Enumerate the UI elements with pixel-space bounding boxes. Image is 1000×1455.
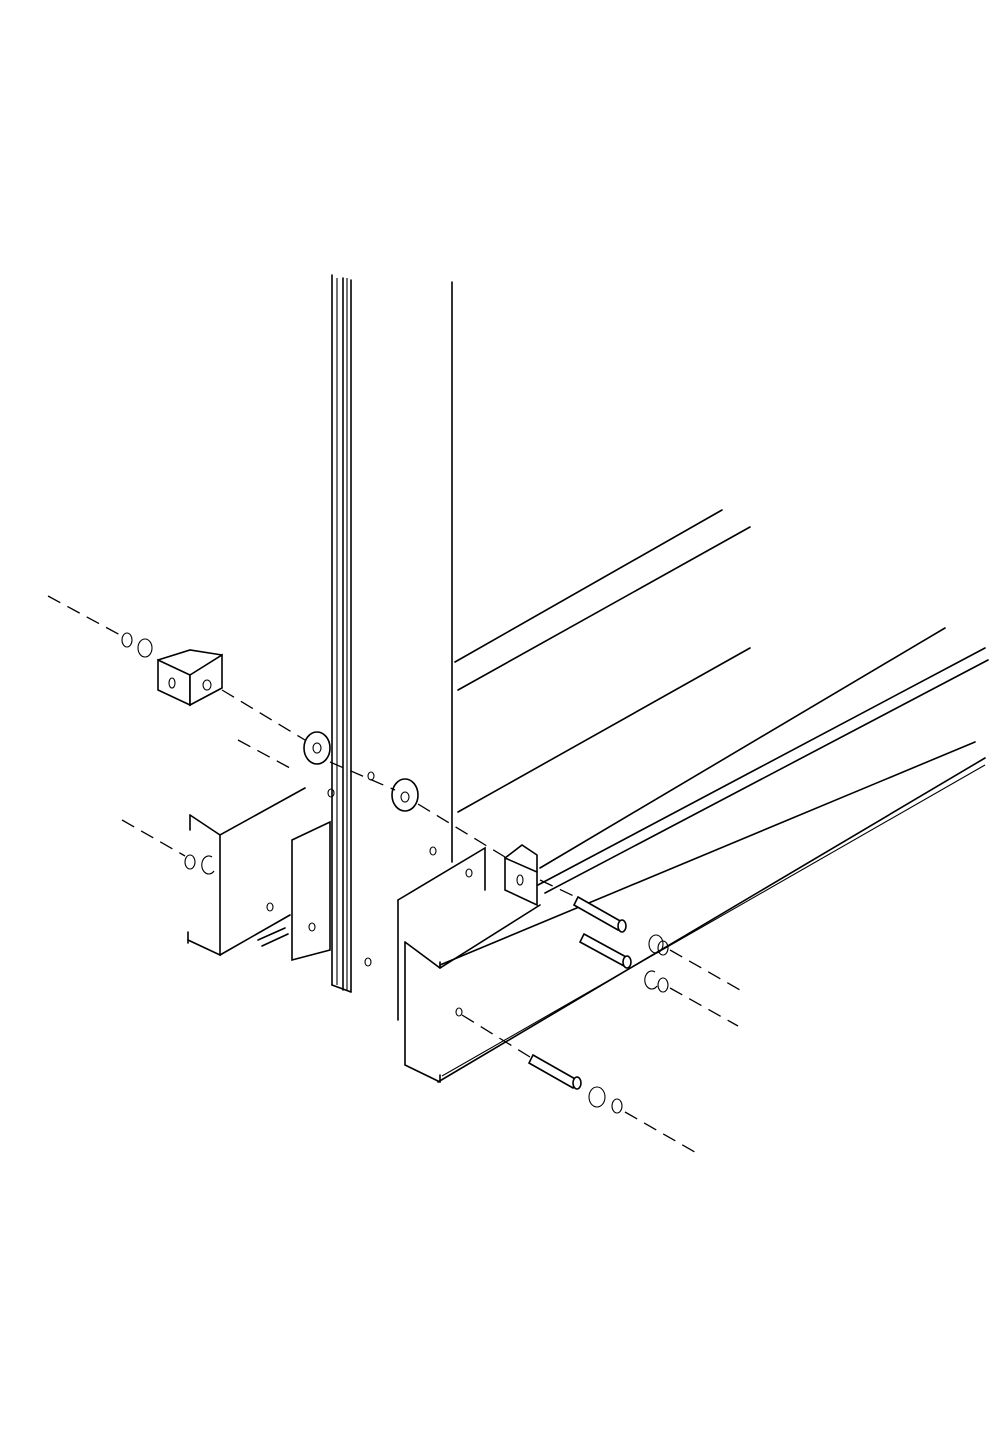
pins	[527, 895, 632, 1090]
washers	[303, 731, 419, 967]
vertical-post	[331, 274, 453, 993]
long-rails	[437, 627, 989, 1083]
right-channel	[397, 846, 541, 1083]
angle-bracket-left	[157, 649, 223, 707]
left-channel	[187, 787, 335, 962]
angle-bracket-right	[504, 844, 538, 907]
upper-rails	[454, 509, 751, 813]
assembly-axes	[47, 595, 741, 1156]
nuts-and-rings	[121, 632, 669, 1114]
